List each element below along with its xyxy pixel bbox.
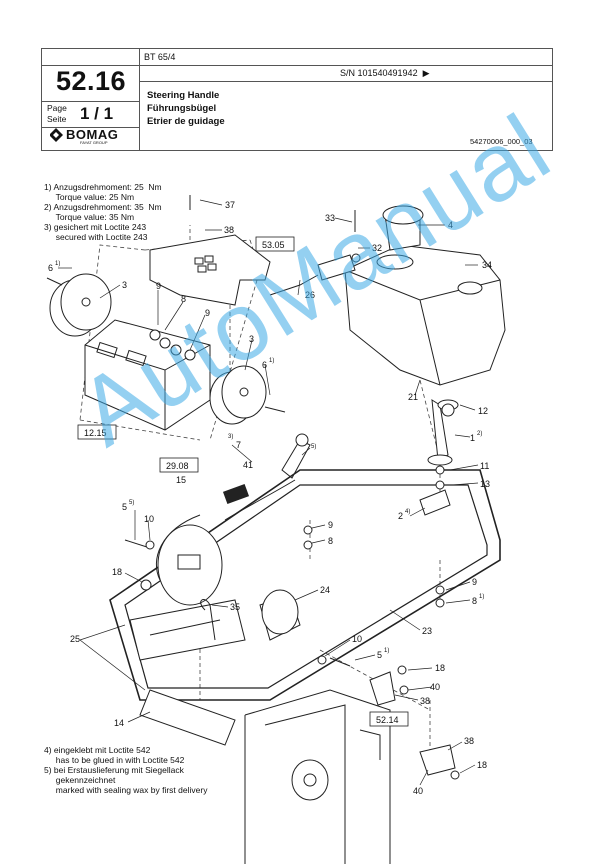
svg-text:53.05: 53.05: [262, 240, 285, 250]
note-line: secured with Loctite 243: [44, 232, 148, 242]
note-line: marked with sealing wax by first deliver…: [44, 785, 208, 795]
logo-text: BOMAG: [66, 127, 119, 142]
callout-6: 6: [48, 263, 53, 273]
callout-6: 6: [262, 360, 267, 370]
note-line: 4) eingeklebt mit Loctite 542: [44, 745, 151, 755]
serial-number: S/N 101540491942 ▶: [340, 68, 430, 78]
svg-text:1): 1): [55, 261, 60, 267]
serial-arrow-icon: ▶: [422, 68, 430, 78]
title-block: Steering Handle Führungsbügel Etrier de …: [147, 89, 225, 128]
callout-3: 3: [249, 334, 254, 344]
callout-9: 9: [328, 520, 333, 530]
svg-text:5): 5): [311, 444, 316, 450]
callout-5: 5: [377, 650, 382, 660]
callout-38: 38: [420, 696, 430, 706]
callout-9: 9: [205, 308, 210, 318]
callout-4: 4: [448, 220, 453, 230]
callout-18: 18: [477, 760, 487, 770]
svg-text:1): 1): [384, 648, 389, 654]
callout-23: 23: [422, 626, 432, 636]
callout-41: 41: [243, 460, 253, 470]
logo-sub: FAYAT GROUP: [80, 140, 108, 145]
ref-box-12-15: 12.15: [77, 424, 117, 440]
svg-text:5): 5): [129, 500, 134, 506]
page-value: 1 / 1: [80, 104, 114, 123]
notes-bottom: 4) eingeklebt mit Loctite 542 has to be …: [44, 745, 207, 795]
svg-text:4): 4): [405, 509, 410, 515]
bomag-diamond-icon: [49, 128, 63, 142]
svg-text:1): 1): [479, 594, 484, 600]
header-table: [41, 48, 553, 151]
ref-box-29-08: 29.08: [159, 457, 199, 473]
callout-9: 9: [472, 577, 477, 587]
callout-26: 26: [305, 290, 315, 300]
callout-12: 12: [478, 406, 488, 416]
callout-8: 8: [181, 294, 186, 304]
callout-32: 32: [372, 243, 382, 253]
callout-35: 35: [230, 602, 240, 612]
title-fr: Etrier de guidage: [147, 116, 225, 127]
svg-text:1): 1): [269, 358, 274, 364]
callout-18: 18: [435, 663, 445, 673]
note-line: gekennzeichnet: [44, 775, 116, 785]
note-line: Torque value: 35 Nm: [44, 212, 135, 222]
notes-top: 1) Anzugsdrehmoment: 25 Nm Torque value:…: [44, 182, 162, 242]
doc-code: 54270006_000_03: [470, 137, 533, 146]
callout-11: 11: [480, 461, 489, 471]
callout-13: 13: [480, 479, 490, 489]
callout-18: 18: [112, 567, 122, 577]
bomag-logo: BOMAG FAYAT GROUP: [49, 126, 130, 153]
callout-25: 25: [70, 634, 80, 644]
svg-text:3): 3): [228, 434, 233, 440]
callout-34: 34: [482, 260, 492, 270]
svg-text:29.08: 29.08: [166, 461, 189, 471]
note-line: 5) bei Erstauslieferung mit Siegellack: [44, 765, 184, 775]
callout-37: 37: [225, 200, 235, 210]
callout-40: 40: [430, 682, 440, 692]
model-name: BT 65/4: [144, 52, 176, 62]
callout-8: 8: [472, 596, 477, 606]
callout-10: 10: [144, 514, 154, 524]
note-line: 2) Anzugsdrehmoment: 35 Nm: [44, 202, 162, 212]
callout-9: 9: [156, 281, 161, 291]
title-de: Führungsbügel: [147, 103, 217, 114]
title-en: Steering Handle: [147, 90, 220, 101]
section-number: 52.16: [56, 66, 127, 96]
callout-2: 2: [398, 511, 403, 521]
ref-box-52-14: 52.14: [369, 711, 409, 727]
svg-text:52.14: 52.14: [376, 715, 399, 725]
callout-1: 1: [470, 433, 475, 443]
svg-text:12.15: 12.15: [84, 428, 107, 438]
callout-10: 10: [352, 634, 362, 644]
callout-21: 21: [408, 392, 418, 402]
page-label-en: Page: [47, 103, 67, 113]
callout-38: 38: [224, 225, 234, 235]
callout-14: 14: [114, 718, 124, 728]
callout-15: 15: [176, 475, 186, 485]
callout-40: 40: [413, 786, 423, 796]
callout-33: 33: [325, 213, 335, 223]
svg-text:2): 2): [477, 431, 482, 437]
page-label-de: Seite: [47, 114, 67, 124]
callout-8: 8: [328, 536, 333, 546]
note-line: Torque value: 25 Nm: [44, 192, 135, 202]
callout-7: 7: [236, 440, 241, 450]
callout-labels: 37 38 33 4 32 34 6 1) 3 9 8 9 26 3 6 1) …: [48, 200, 492, 796]
ref-box-53-05: 53.05: [255, 236, 295, 252]
callout-38: 38: [464, 736, 474, 746]
note-line: has to be glued in with Loctite 542: [44, 755, 185, 765]
callout-5: 5: [122, 502, 127, 512]
note-line: 1) Anzugsdrehmoment: 25 Nm: [44, 182, 162, 192]
callout-24: 24: [320, 585, 330, 595]
callout-3: 3: [122, 280, 127, 290]
note-line: 3) gesichert mit Loctite 243: [44, 222, 147, 232]
